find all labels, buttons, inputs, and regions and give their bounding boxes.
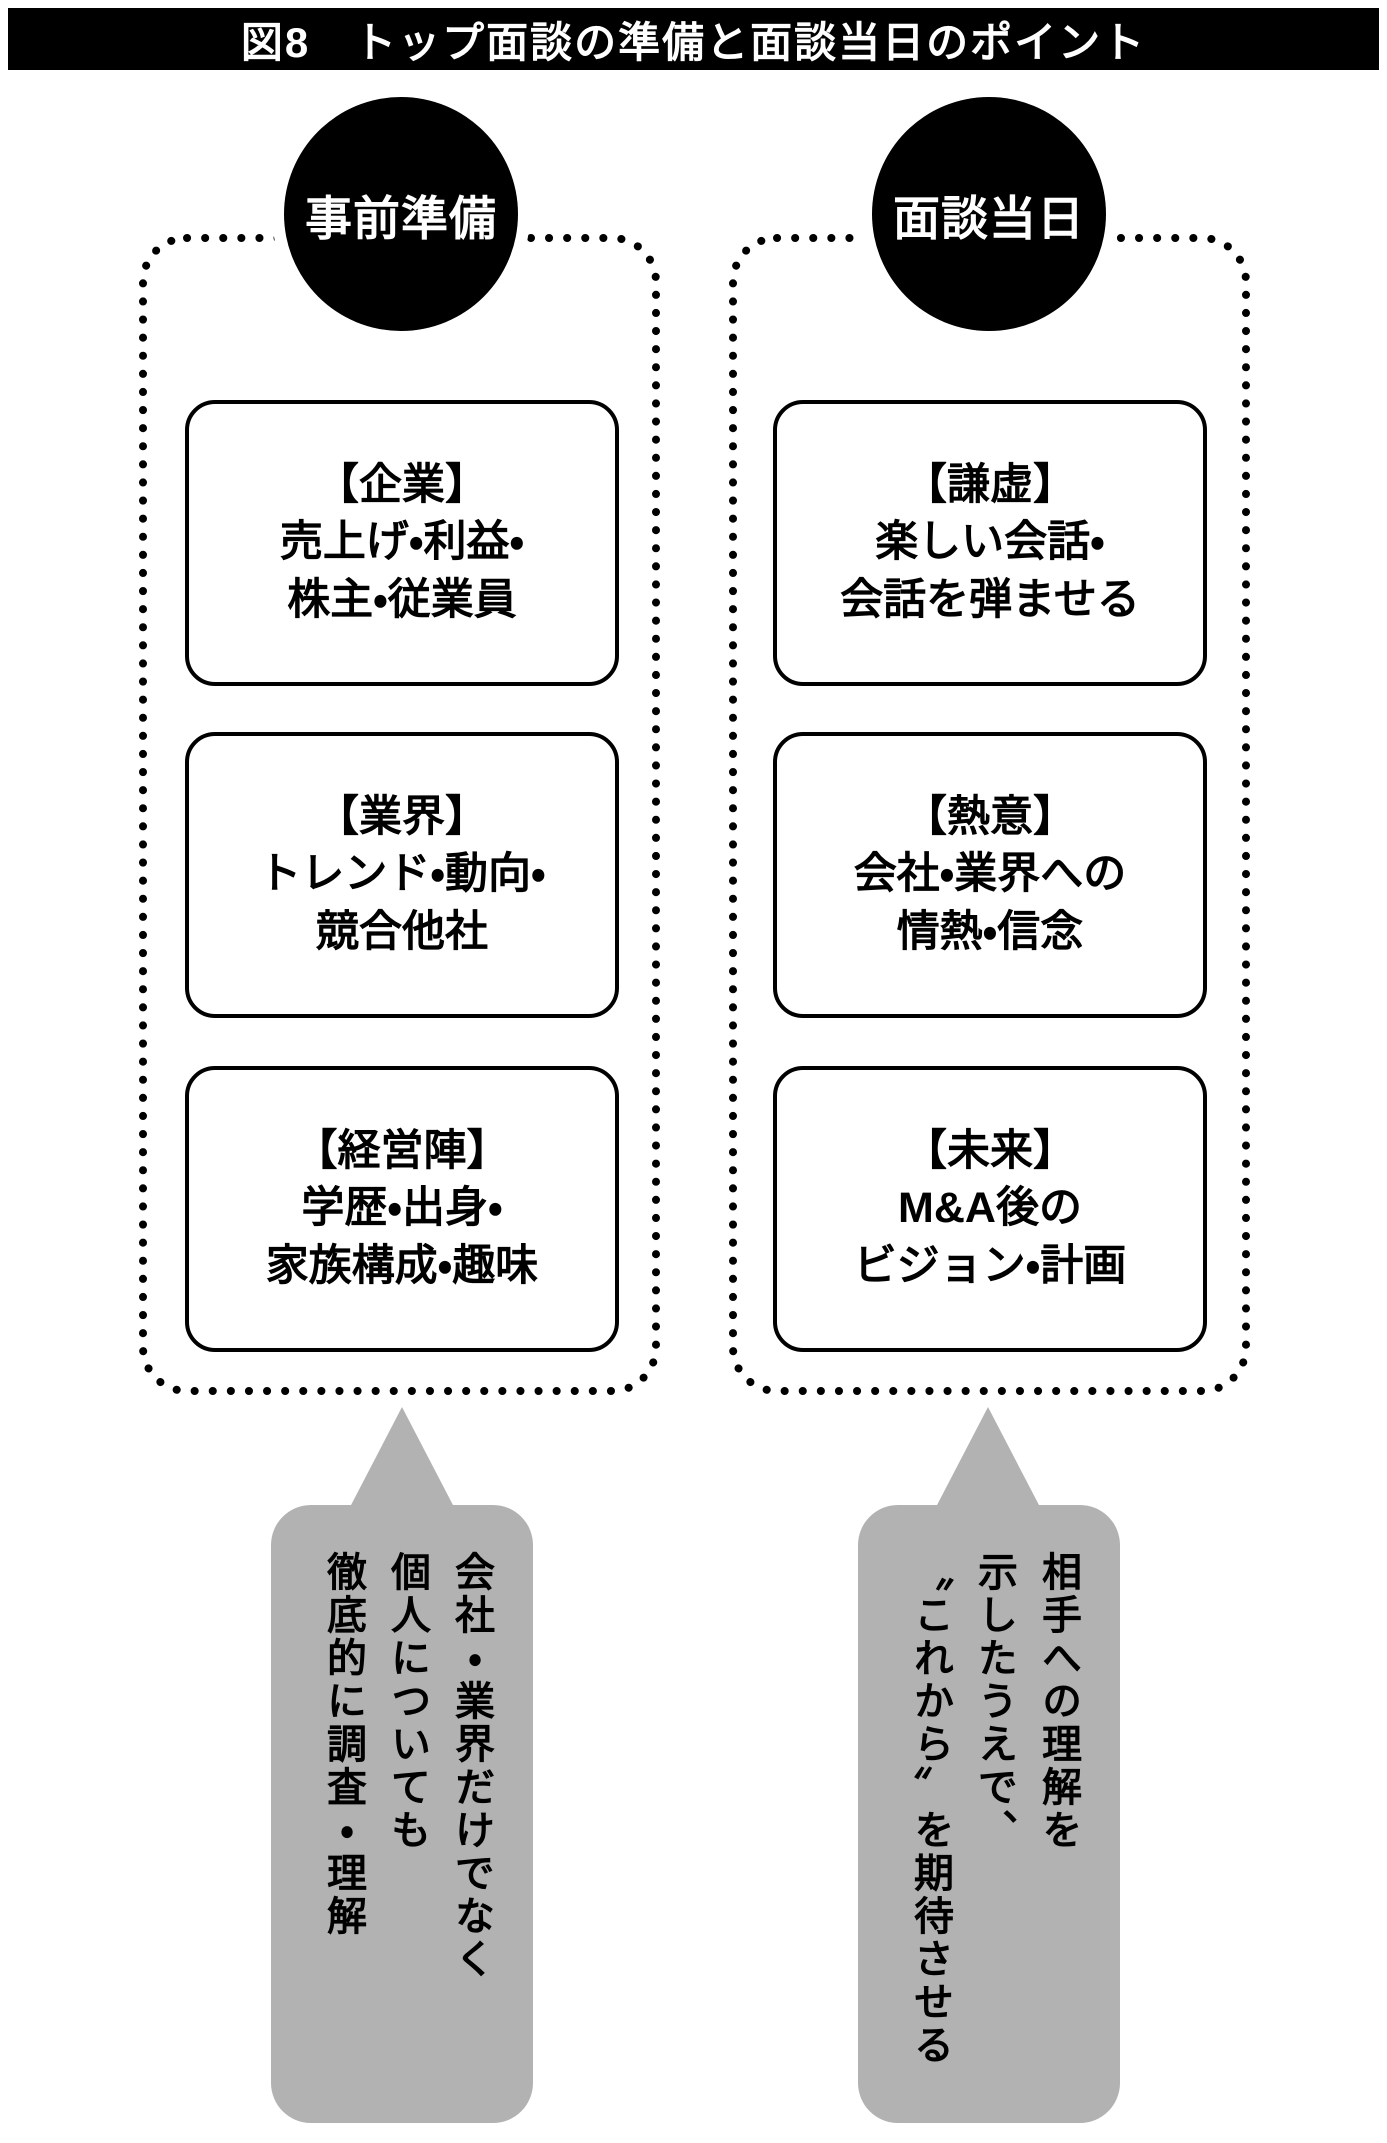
- callout-pointer-right: [936, 1407, 1040, 1507]
- badge-meeting-day-label: 面談当日: [893, 191, 1085, 245]
- figure-title: 図8 トップ面談の準備と面談当日のポイント: [240, 18, 1147, 66]
- box-company: 【企業】 売上げ・利益・ 株主・従業員: [185, 400, 619, 686]
- box-enthusiasm-line2: 情熱・信念: [896, 907, 1084, 956]
- box-future-heading: 【未来】: [904, 1127, 1076, 1176]
- box-industry-line1: トレンド・動向・: [258, 850, 546, 899]
- badge-advance-preparation-label: 事前準備: [305, 191, 497, 245]
- box-industry-heading: 【業界】: [316, 793, 488, 842]
- box-management-line1: 学歴・出身・: [301, 1184, 503, 1233]
- callout-left-column-3: 徹底的に調査・理解: [321, 1551, 365, 1938]
- box-future-line1: M&A後の: [898, 1184, 1082, 1233]
- callout-advance-preparation: 会社・業界だけでなく 個人についても 徹底的に調査・理解: [271, 1505, 533, 2123]
- callout-meeting-day: 相手への理解を 示したうえで、 〝これから〟を期待させる: [858, 1505, 1120, 2123]
- box-company-line1: 売上げ・利益・: [279, 518, 525, 567]
- callout-right-column-1: 相手への理解を: [1036, 1551, 1080, 1852]
- box-humility-heading: 【謙虚】: [904, 461, 1076, 510]
- box-company-line2: 株主・従業員: [287, 575, 517, 624]
- callout-right-column-2: 示したうえで、: [972, 1551, 1016, 1852]
- box-future-line2: ビジョン・計画: [853, 1241, 1127, 1290]
- box-management-heading: 【経営陣】: [294, 1127, 510, 1176]
- figure-title-bar: 図8 トップ面談の準備と面談当日のポイント: [8, 8, 1379, 70]
- callout-left-column-1: 会社・業界だけでなく: [449, 1551, 493, 1981]
- box-enthusiasm: 【熱意】 会社・業界への 情熱・信念: [773, 732, 1207, 1018]
- badge-meeting-day: 面談当日: [872, 97, 1106, 331]
- callout-left-column-2: 個人についても: [385, 1551, 429, 1852]
- box-humility: 【謙虚】 楽しい会話・ 会話を弾ませる: [773, 400, 1207, 686]
- box-management-line2: 家族構成・趣味: [265, 1241, 539, 1290]
- callout-pointer-left: [350, 1407, 454, 1507]
- callout-right-column-3: 〝これから〟を期待させる: [908, 1551, 952, 2067]
- box-company-heading: 【企業】: [316, 461, 488, 510]
- box-future: 【未来】 M&A後の ビジョン・計画: [773, 1066, 1207, 1352]
- box-humility-line1: 楽しい会話・: [875, 518, 1105, 567]
- box-industry: 【業界】 トレンド・動向・ 競合他社: [185, 732, 619, 1018]
- box-industry-line2: 競合他社: [316, 907, 488, 956]
- box-humility-line2: 会話を弾ませる: [840, 575, 1140, 624]
- box-enthusiasm-heading: 【熱意】: [904, 793, 1076, 842]
- box-management: 【経営陣】 学歴・出身・ 家族構成・趣味: [185, 1066, 619, 1352]
- box-enthusiasm-line1: 会社・業界への: [853, 850, 1127, 899]
- badge-advance-preparation: 事前準備: [284, 97, 518, 331]
